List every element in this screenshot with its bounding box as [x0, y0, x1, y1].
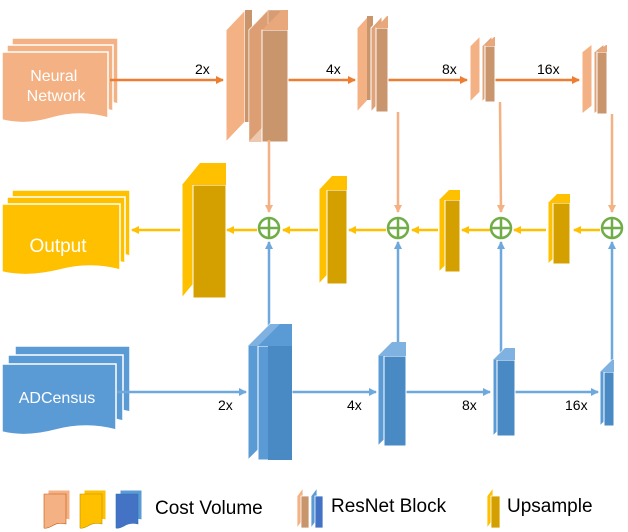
neural-network-label: Neural Network	[27, 68, 87, 105]
bottom-scale-2x: 2x	[218, 397, 233, 413]
bottom-scale-4x: 4x	[347, 397, 362, 413]
bottom-cost-block-4	[599, 358, 615, 428]
top-scale-2x: 2x	[195, 61, 210, 77]
neural-network-label-line-2: Network	[27, 88, 87, 105]
adcensus-cost-volume: ADCensus	[1, 345, 131, 436]
top-scale-8x: 8x	[442, 61, 457, 77]
top-resnet-block-4	[581, 42, 608, 116]
bottom-scale-8x: 8x	[462, 397, 477, 413]
sum-node-2	[386, 216, 410, 240]
top-resnet-block-1	[225, 8, 289, 144]
upsample-block-3	[438, 188, 461, 274]
top-scale-4x: 4x	[326, 61, 341, 77]
legend-cost-volume-label: Cost Volume	[155, 498, 263, 519]
legend-upsample-icon	[486, 486, 501, 530]
skip-arrows-bottom	[265, 241, 616, 362]
bottom-cost-block-3	[492, 346, 516, 438]
sum-node-3	[489, 216, 513, 240]
bottom-scale-16x: 16x	[565, 397, 588, 413]
upsample-block-4	[547, 192, 571, 266]
legend-upsample-label: Upsample	[507, 496, 593, 517]
top-scale-16x: 16x	[537, 61, 560, 77]
sum-node-4	[600, 216, 624, 240]
upsample-block-2	[318, 174, 348, 286]
output-cost-volume: Output	[1, 189, 131, 276]
legend-cost-volume-icon	[43, 489, 143, 529]
legend-resnet-block-label: ResNet Block	[331, 496, 447, 517]
neural-network-cost-volume: Neural Network	[1, 37, 119, 124]
legend-resnet-block-icon	[296, 486, 324, 530]
bottom-cost-block-1	[247, 322, 293, 462]
output-label: Output	[29, 236, 87, 257]
bottom-cost-block-2	[377, 340, 407, 448]
neural-network-label-line-1: Neural	[30, 68, 77, 85]
top-resnet-block-3	[469, 34, 496, 104]
sum-node-1	[257, 216, 281, 240]
top-resnet-block-2	[356, 14, 389, 114]
upsample-block-1	[181, 161, 227, 300]
legend: Cost Volume ResNet Block Upsample	[43, 486, 593, 530]
adcensus-label: ADCensus	[19, 390, 95, 407]
skip-arrows-top	[265, 101, 616, 213]
